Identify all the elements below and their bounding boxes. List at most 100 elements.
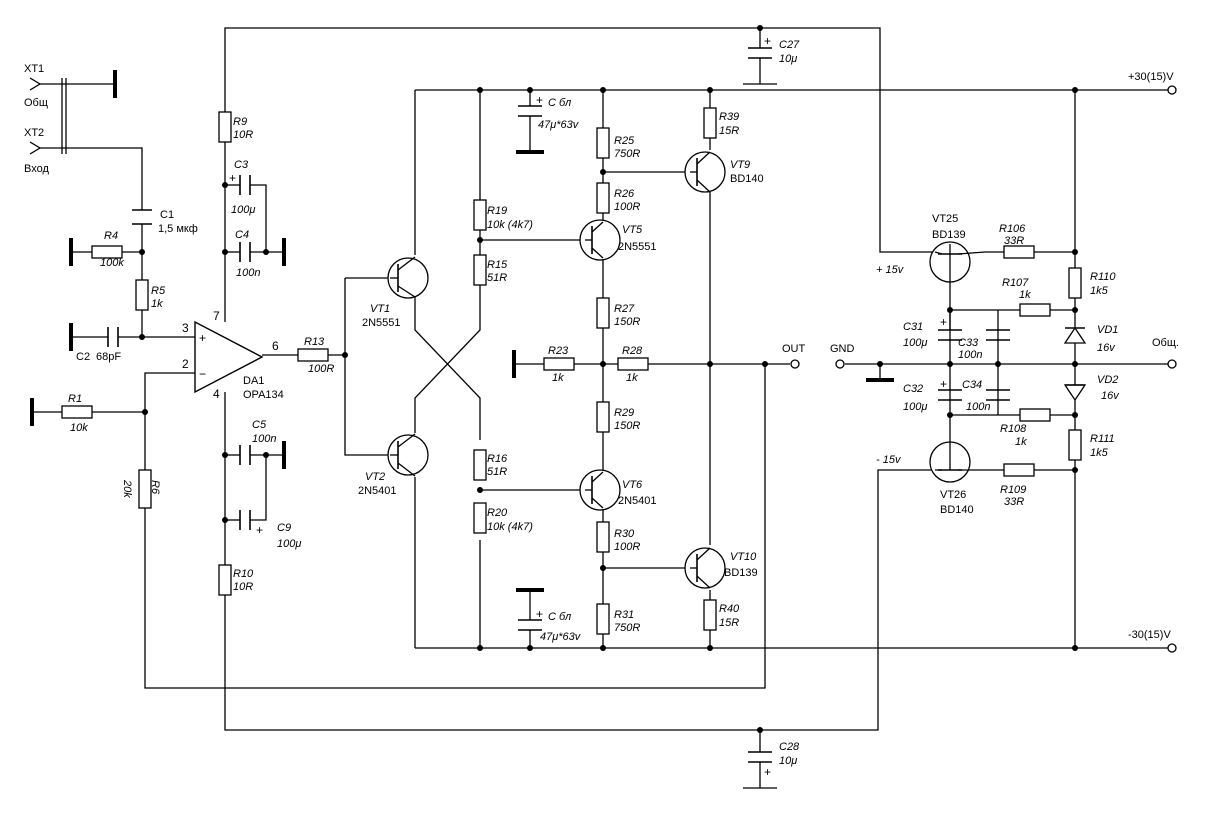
opamp-da1 <box>194 320 264 394</box>
r9-ref: R9 <box>233 116 247 128</box>
transistors <box>387 151 986 589</box>
label-xt2-sub: Вход <box>24 163 49 175</box>
r9-value: 10R <box>233 129 253 141</box>
label-xt2: XT2 <box>24 127 44 139</box>
resistor-r31 <box>596 603 610 635</box>
r110-ref: R110 <box>1090 271 1116 283</box>
capacitor-c28 <box>748 751 772 763</box>
resistor-r10 <box>218 564 232 596</box>
r13-ref: R13 <box>304 336 325 348</box>
c9-ref: C9 <box>277 522 291 534</box>
transistor-vt2 <box>387 433 429 477</box>
r39-value: 15R <box>719 125 739 137</box>
capacitor-cbl-bottom <box>518 619 542 631</box>
r16-value: 51R <box>487 466 507 478</box>
label-out: OUT <box>782 343 806 355</box>
transistor-vt10 <box>684 547 726 589</box>
r109-ref: R109 <box>1000 484 1026 496</box>
r31-ref: R31 <box>614 609 634 621</box>
opamp-pin3: 3 <box>182 321 189 335</box>
vd1-value: 16v <box>1097 342 1116 354</box>
capacitors <box>107 47 1010 763</box>
resistor-r19 <box>473 199 487 231</box>
label-neg-rail: -30(15)V <box>1128 629 1171 641</box>
transistor-vt6 <box>579 469 621 511</box>
resistor-r30 <box>596 521 610 553</box>
r13-value: 100R <box>308 363 334 375</box>
capacitor-c5 <box>239 445 251 465</box>
vt6-ref: VT6 <box>622 479 643 491</box>
capacitor-c4 <box>239 242 251 262</box>
c3-ref: C3 <box>234 159 249 171</box>
polarity-c3: + <box>229 171 236 185</box>
c27-ref: C27 <box>779 39 800 51</box>
r109-value: 33R <box>1004 496 1024 508</box>
c5-value: 100n <box>252 433 276 445</box>
r26-ref: R26 <box>614 188 635 200</box>
label-p15: + 15v <box>876 264 905 276</box>
resistor-r29 <box>596 401 610 433</box>
resistor-r106 <box>1003 245 1035 259</box>
c9-value: 100μ <box>277 538 301 550</box>
r106-value: 33R <box>1004 235 1024 247</box>
terminals <box>29 77 1177 653</box>
opamp-pin2: 2 <box>182 357 189 371</box>
r20-value: 10k (4k7) <box>487 521 533 533</box>
polarity-c31: + <box>940 315 947 329</box>
c3-value: 100μ <box>231 204 255 216</box>
capacitor-c32 <box>938 389 962 401</box>
c2-value: 68pF <box>96 351 121 363</box>
diode-vd1 <box>1063 326 1087 344</box>
c34-ref: C34 <box>962 379 982 391</box>
r5-value: 1k <box>151 298 163 310</box>
opamp-pin7: 7 <box>213 309 220 323</box>
resistor-r15 <box>473 254 487 286</box>
r25-ref: R25 <box>614 135 635 147</box>
polarity-cbl-top: + <box>536 93 543 107</box>
polarity-c9: + <box>256 523 263 537</box>
r29-value: 150R <box>614 420 640 432</box>
resistor-r27 <box>596 297 610 329</box>
r27-ref: R27 <box>614 303 635 315</box>
r6-value: 20k <box>121 479 133 498</box>
cbl-top-ref: С бл <box>548 97 571 109</box>
r5-ref: R5 <box>151 285 166 297</box>
r40-ref: R40 <box>719 603 740 615</box>
polarity-c32: + <box>940 377 947 391</box>
r108-ref: R108 <box>1000 423 1027 435</box>
capacitor-c27 <box>748 47 772 59</box>
vt1-value: 2N5551 <box>362 317 401 329</box>
c4-ref: C4 <box>235 229 249 241</box>
r26-value: 100R <box>614 201 640 213</box>
r4-ref: R4 <box>104 230 118 242</box>
cbl-bottom-ref: С бл <box>548 611 571 623</box>
r40-value: 15R <box>719 617 739 629</box>
terminal-out <box>790 359 800 369</box>
r30-value: 100R <box>614 541 640 553</box>
resistor-r20 <box>473 502 487 534</box>
c28-value: 10μ <box>779 755 797 767</box>
opamp-pin4: 4 <box>213 387 220 401</box>
r10-value: 10R <box>233 581 253 593</box>
resistor-r107 <box>1019 303 1051 317</box>
labels: XT1 Общ XT2 Вход +30(15)V -30(15)V OUT G… <box>24 34 1179 779</box>
r28-value: 1k <box>626 372 638 384</box>
transistor-vt9 <box>684 151 726 193</box>
r1-value: 10k <box>70 422 88 434</box>
vt25-value: BD139 <box>932 229 966 241</box>
r23-value: 1k <box>552 372 564 384</box>
resistor-r26 <box>596 182 610 214</box>
capacitor-c31 <box>938 310 962 341</box>
vt9-ref: VT9 <box>730 159 750 171</box>
c32-value: 100μ <box>903 401 927 413</box>
vd1-ref: VD1 <box>1097 324 1118 336</box>
c4-value: 100n <box>236 267 260 279</box>
capacitor-c33 <box>986 329 1010 341</box>
vt2-ref: VT2 <box>365 471 385 483</box>
terminal-pos <box>1167 85 1177 95</box>
resistor-r111 <box>1068 429 1082 461</box>
label-common: Общ. <box>1152 337 1179 349</box>
resistor-r108 <box>1019 408 1051 422</box>
resistor-r109 <box>1003 463 1035 477</box>
r10-ref: R10 <box>233 568 254 580</box>
